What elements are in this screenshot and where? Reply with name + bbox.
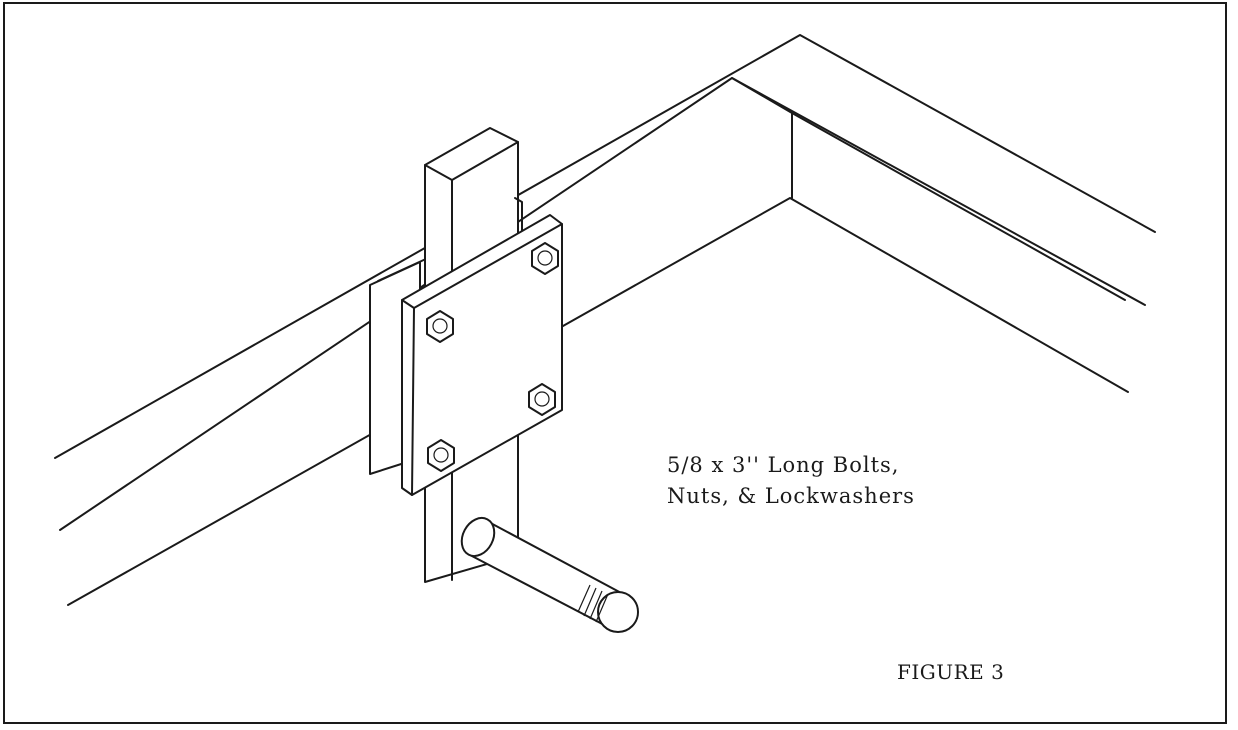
figure-border — [3, 2, 1227, 724]
figure-caption: FIGURE 3 — [897, 660, 1005, 684]
frame-rails — [54, 34, 1156, 606]
bolt-annotation-line1: 5/8 x 3'' Long Bolts, — [667, 453, 900, 477]
axle-spindle — [460, 516, 639, 633]
bolt-annotation-line2: Nuts, & Lockwashers — [667, 484, 915, 508]
bolt-plate — [401, 214, 563, 496]
hex-bolt-heads — [426, 242, 559, 472]
